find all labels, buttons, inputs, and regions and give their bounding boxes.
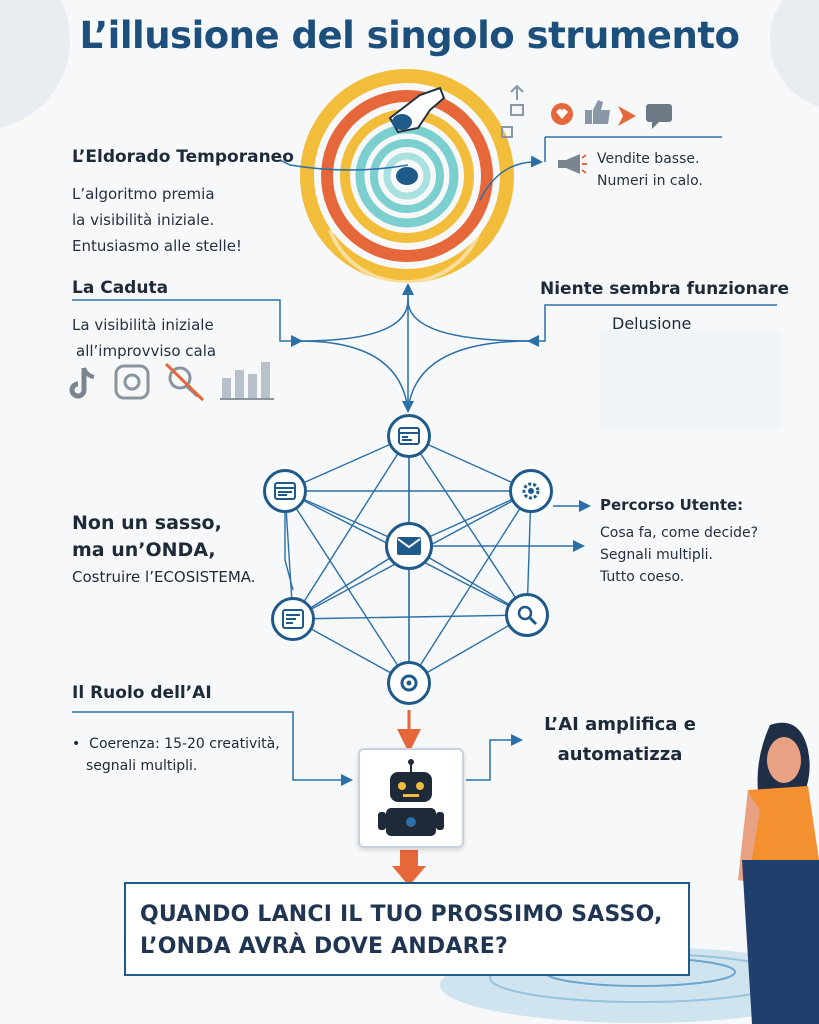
onda-line-3: Costruire l’ECOSISTEMA.	[72, 568, 256, 586]
caduta-description: La visibilità iniziale all’improvviso ca…	[72, 312, 216, 364]
ai-amplifica: L’AI amplifica e automatizza	[540, 710, 700, 770]
megaphone-icon	[556, 152, 588, 180]
tiktok-icon	[69, 367, 95, 399]
share-icon	[618, 106, 636, 126]
caduta-line-1: La visibilità iniziale	[72, 316, 214, 334]
percorso-line-2: Segnali multipli.	[600, 547, 713, 563]
ai-bullet-line-2: segnali multipli.	[86, 758, 198, 774]
niente-heading: Niente sembra funzionare	[540, 279, 790, 299]
percorso-line-3: Tutto coeso.	[600, 569, 685, 585]
vendite-line-1: Vendite basse.	[597, 151, 700, 167]
robot-icon	[378, 759, 444, 836]
eldorado-description: L’algoritmo premia la visibilità inizial…	[72, 181, 242, 259]
eldorado-heading: L’Eldorado Temporaneo	[72, 147, 294, 167]
page-title: L’illusione del singolo strumento	[79, 14, 740, 57]
closing-line-1: QUANDO LANCI IL TUO PROSSIMO SASSO,	[140, 902, 663, 927]
caduta-heading: La Caduta	[72, 278, 169, 298]
niente-subtitle: Delusione	[612, 314, 692, 333]
instagram-icon	[114, 364, 150, 400]
caduta-line-2: all’improvviso cala	[76, 342, 217, 360]
down-arrow	[392, 850, 426, 886]
ai-heading: Il Ruolo dell’AI	[72, 683, 212, 703]
eldorado-line-2: la visibilità iniziale.	[72, 211, 215, 229]
location-icon	[387, 661, 431, 705]
heart-icon	[551, 103, 573, 125]
ai-robot-box	[358, 748, 464, 848]
corner-decoration	[770, 0, 819, 107]
browser-icon	[387, 414, 431, 458]
search-off-icon	[164, 362, 205, 402]
webpage-icon	[263, 469, 307, 513]
onda-block: Non un sasso, ma un’ONDA, Costruire l’EC…	[72, 510, 256, 590]
ai-amplifica-line-2: automatizza	[557, 744, 683, 765]
hand-icon	[388, 86, 446, 134]
bar-chart-icon	[220, 362, 274, 400]
vendite-line-2: Numeri in calo.	[597, 173, 703, 189]
percorso-heading: Percorso Utente:	[600, 496, 744, 514]
thumbs-up-icon	[585, 100, 610, 124]
document-icon	[271, 597, 315, 641]
bullet-dot: •	[72, 736, 90, 752]
search-icon	[505, 593, 549, 637]
ai-amplifica-line-1: L’AI amplifica e	[544, 714, 696, 735]
closing-question-box: QUANDO LANCI IL TUO PROSSIMO SASSO, L’ON…	[124, 882, 690, 976]
woman-illustration	[738, 722, 819, 1024]
comment-icon	[646, 104, 672, 129]
eldorado-line-1: L’algoritmo premia	[72, 185, 215, 203]
arrows-icon	[501, 84, 524, 138]
vendite-block: Vendite basse. Numeri in calo.	[597, 148, 703, 192]
ai-bullet: • Coerenza: 15-20 creatività, segnali mu…	[72, 733, 280, 777]
percorso-description: Cosa fa, come decide? Segnali multipli. …	[600, 522, 758, 588]
closing-line-2: L’ONDA AVRÀ DOVE ANDARE?	[140, 934, 508, 959]
percorso-line-1: Cosa fa, come decide?	[600, 525, 759, 541]
email-icon	[385, 522, 433, 570]
ai-bullet-line-1: Coerenza: 15-20 creatività,	[89, 736, 280, 752]
onda-line-1: Non un sasso,	[72, 512, 222, 534]
gear-icon	[509, 469, 553, 513]
corner-decoration	[0, 0, 70, 128]
eldorado-line-3: Entusiasmo alle stelle!	[72, 237, 242, 255]
onda-line-2: ma un’ONDA,	[72, 539, 216, 561]
